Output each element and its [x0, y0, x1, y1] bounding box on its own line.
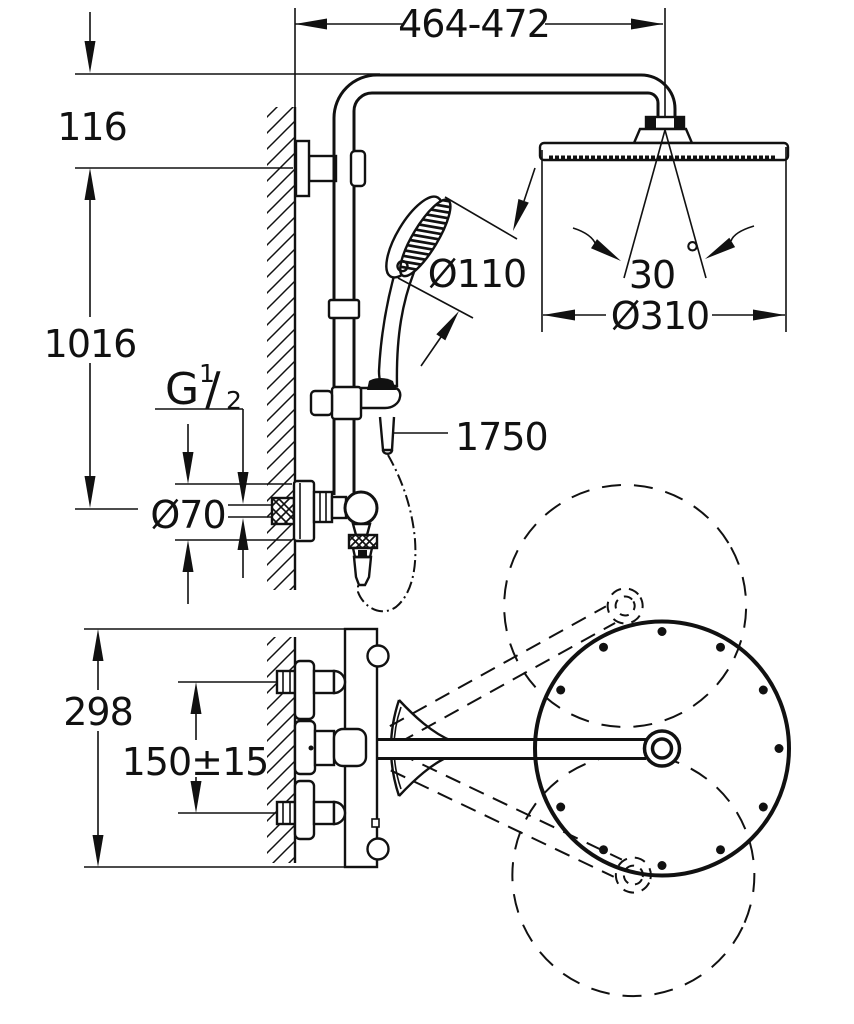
label-body-height: 298 [63, 690, 133, 734]
label-hose-length: 1750 [455, 415, 548, 459]
label-thread-num: 1 [199, 359, 214, 388]
dimension-escutcheon: Ø70 [150, 424, 292, 604]
spray-angle: 30 ° [572, 129, 755, 297]
rail-joint [327, 298, 361, 320]
arrowhead-right [631, 18, 663, 30]
label-top-width: 464-472 [398, 2, 550, 46]
wall-bracket [294, 139, 338, 198]
label-bracket-offset: 116 [57, 105, 127, 149]
label-head-diameter: Ø310 [611, 294, 709, 338]
diverter-valve [343, 490, 379, 587]
shower-arm-top-view [360, 738, 647, 760]
dimension-hose-length: 1750 [393, 415, 549, 459]
label-hand-diameter: Ø110 [428, 252, 526, 296]
head-shower-top-view [533, 619, 791, 878]
dimension-head-diameter: Ø310 [541, 147, 787, 338]
label-escutcheon: Ø70 [150, 493, 225, 537]
label-thread-den: 2 [226, 386, 241, 415]
label-thread-slash: / [205, 362, 221, 416]
dimension-supply-spacing: 150±15 [122, 681, 288, 814]
dimension-body-height: 298 [63, 628, 378, 868]
pivot-escutcheon [293, 719, 368, 776]
supply-union-lower [275, 779, 347, 841]
rail-clamp-collar [349, 149, 367, 188]
arrowhead-left [295, 18, 327, 30]
dimension-bracket-offset: 116 [57, 12, 380, 169]
hand-shower-holder [309, 378, 402, 421]
swivel-position-up [389, 483, 748, 744]
label-supply-spacing: 150±15 [122, 740, 269, 784]
spray-mode-button [396, 259, 409, 273]
supply-connection-side [228, 479, 348, 543]
swivel-position-down [390, 752, 756, 998]
label-rail-length: 1016 [44, 322, 137, 366]
dimension-hand-diameter: Ø110 [397, 167, 536, 367]
dimension-top-width: 464-472 [294, 2, 666, 130]
dimension-rail-length: 1016 [44, 168, 138, 510]
nozzle-dots [556, 627, 784, 870]
thread-label: G 1 / 2 [155, 359, 249, 578]
head-shower [538, 115, 790, 162]
shower-rail [332, 73, 677, 495]
label-thread-g: G [165, 364, 198, 415]
label-spray-angle: 30 [629, 253, 675, 297]
label-spray-angle-unit: ° [684, 235, 700, 275]
supply-union-upper [275, 659, 347, 721]
